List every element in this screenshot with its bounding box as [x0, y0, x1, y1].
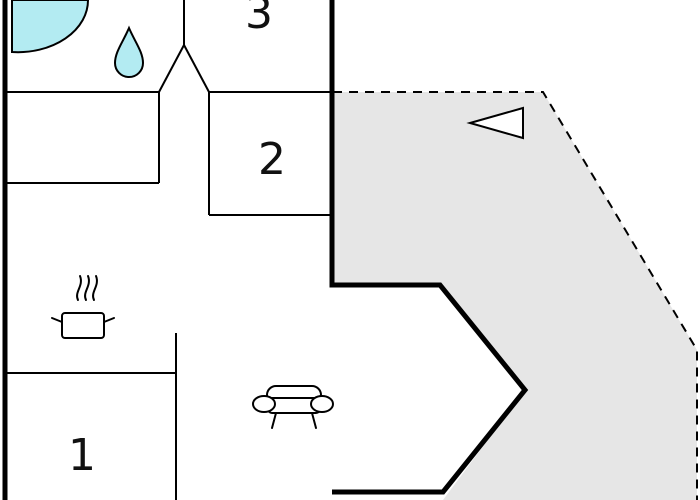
room-2-label: 2 — [258, 134, 286, 185]
water-drop-icon — [113, 25, 145, 78]
interior-walls — [7, 0, 332, 500]
room-1-label: 1 — [68, 430, 96, 481]
cooking-pot-icon — [51, 275, 115, 339]
terrace-dashed-outline — [333, 91, 698, 500]
terrace-pointer-icon — [466, 106, 524, 140]
outer-wall-right — [329, 0, 529, 495]
terrace-area — [333, 92, 697, 500]
bath-icon — [11, 0, 90, 54]
sofa-icon — [252, 385, 334, 429]
room-3-label: 3 — [245, 0, 273, 39]
